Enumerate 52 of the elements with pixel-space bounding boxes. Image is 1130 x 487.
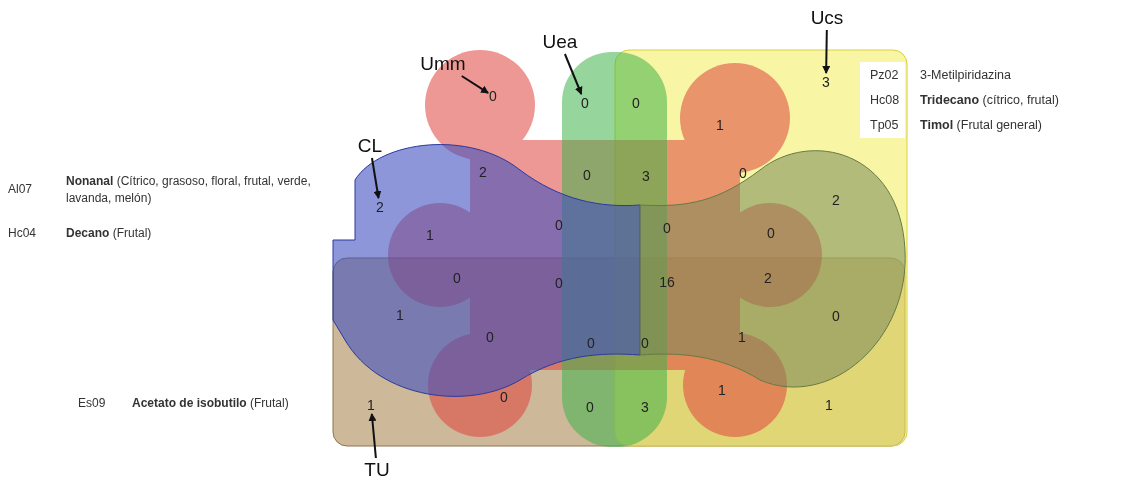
region-count: 3 <box>642 168 650 184</box>
set-name: Umm <box>420 53 466 75</box>
compound-code: Pz02 <box>870 68 899 82</box>
compound-code: Al07 <box>8 182 33 196</box>
compound-code: Hc08 <box>870 93 900 107</box>
region-count: 0 <box>500 389 508 405</box>
region-count: 0 <box>587 335 595 351</box>
region-count: 1 <box>367 397 375 413</box>
arrow <box>822 29 831 74</box>
set-name: TU <box>364 459 390 481</box>
region-count: 0 <box>555 217 563 233</box>
region-count: 0 <box>663 220 671 236</box>
compound-name: Tridecano (cítrico, frutal) <box>920 93 1059 107</box>
compound-code: Hc04 <box>8 226 36 240</box>
compound-code: Es09 <box>78 396 106 410</box>
region-count: 2 <box>764 270 772 286</box>
region-count: 1 <box>716 117 724 133</box>
region-count: 1 <box>718 382 726 398</box>
region-count: 0 <box>739 165 747 181</box>
region-count: 0 <box>832 308 840 324</box>
compound-code: Tp05 <box>870 118 899 132</box>
set-name: Ucs <box>810 7 844 29</box>
region-count: 0 <box>489 88 497 104</box>
region-count: 3 <box>641 399 649 415</box>
region-count: 2 <box>376 199 384 215</box>
region-count: 2 <box>832 192 840 208</box>
region-count: 0 <box>581 95 589 111</box>
region-count: 0 <box>583 167 591 183</box>
set-name: CL <box>357 135 383 157</box>
compound-name: Acetato de isobutilo (Frutal) <box>132 396 289 410</box>
compound-name: Decano (Frutal) <box>66 226 152 240</box>
region-count: 0 <box>632 95 640 111</box>
arrow <box>368 413 377 459</box>
set-name: Uea <box>542 31 578 53</box>
arrow <box>460 75 490 94</box>
compound-name: Timol (Frutal general) <box>920 118 1043 132</box>
region-count: 0 <box>486 329 494 345</box>
region-count: 0 <box>641 335 649 351</box>
region-count: 3 <box>822 74 830 90</box>
region-count: 0 <box>453 270 461 286</box>
compound-name: 3-Metilpiridazina <box>920 68 1011 82</box>
compound-name: Nonanal (Cítrico, grasoso, floral, frutal, verde, lavanda, melón) <box>66 173 312 207</box>
region-count: 0 <box>767 225 775 241</box>
region-count: 1 <box>825 397 833 413</box>
region-count: 1 <box>426 227 434 243</box>
region-count: 16 <box>659 274 675 290</box>
region-count: 2 <box>479 164 487 180</box>
region-count: 1 <box>738 329 746 345</box>
region-count: 0 <box>555 275 563 291</box>
arrow <box>563 53 583 95</box>
region-count: 0 <box>586 399 594 415</box>
region-count: 1 <box>396 307 404 323</box>
